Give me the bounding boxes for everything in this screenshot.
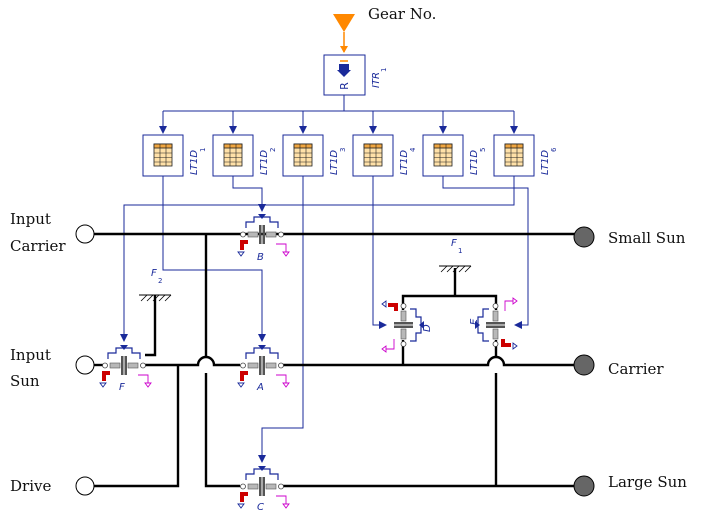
clutch-d[interactable] (381, 300, 425, 353)
table-index: 3 (339, 148, 347, 152)
table-icon (363, 143, 383, 167)
table-index: 6 (550, 147, 558, 152)
fixed-name: F (151, 268, 157, 279)
port-label: Carrier (608, 360, 664, 378)
clutch-label: D (422, 324, 433, 332)
clutch-e[interactable] (474, 297, 518, 350)
clutch-label: A (256, 382, 264, 393)
port-label-line1: Input (10, 210, 51, 228)
table-block-4[interactable] (352, 134, 394, 177)
selector-block[interactable]: R (323, 54, 366, 96)
table-block-1[interactable] (142, 134, 184, 177)
table-index: 1 (199, 148, 207, 152)
table-block-5[interactable] (422, 134, 464, 177)
fixed-index: 1 (458, 247, 462, 255)
port-label-line1: Input (10, 346, 51, 364)
table-name: LT1D (469, 150, 480, 175)
port-label: Small Sun (608, 229, 686, 247)
signal-wires (120, 176, 529, 463)
table-icon (223, 143, 243, 167)
selector-glyph: R (338, 82, 351, 90)
small-sun-port[interactable] (573, 226, 595, 248)
table-block-3[interactable] (282, 134, 324, 177)
clutch-f[interactable] (99, 344, 152, 388)
table-block-6[interactable] (493, 134, 535, 177)
input-sun-port[interactable] (75, 355, 95, 375)
fixed-name: F (451, 238, 457, 249)
gear-input[interactable] (333, 14, 355, 53)
table-name: LT1D (399, 150, 410, 175)
selector-bus (159, 95, 518, 134)
clutch-b[interactable] (237, 213, 290, 257)
port-label: Large Sun (608, 473, 687, 491)
table-index: 5 (479, 148, 487, 152)
table-name: LT1D (329, 150, 340, 175)
table-block-2[interactable] (212, 134, 254, 177)
clutch-label: F (119, 382, 125, 393)
table-icon (504, 143, 524, 167)
table-index: 4 (409, 147, 417, 152)
gear-input-triangle-icon (333, 14, 355, 32)
carrier-port[interactable] (573, 354, 595, 376)
table-name: LT1D (259, 150, 270, 175)
clutch-label: B (257, 252, 264, 263)
shafts (94, 232, 582, 488)
clutch-label: E (469, 318, 480, 325)
port-label-line2: Sun (10, 372, 40, 390)
drive-port[interactable] (75, 476, 95, 496)
fixed-index: 2 (158, 277, 162, 285)
table-name: LT1D (189, 150, 200, 175)
large-sun-port[interactable] (573, 475, 595, 497)
table-icon (293, 143, 313, 167)
table-icon (433, 143, 453, 167)
port-label-line1: Drive (10, 477, 51, 495)
table-name: LT1D (540, 150, 551, 175)
table-index: 2 (269, 148, 277, 152)
gear-input-label: Gear No. (368, 5, 436, 23)
clutch-label: C (257, 502, 264, 513)
table-icon (153, 143, 173, 167)
selector-index: 1 (380, 68, 388, 72)
selector-name: ITR (371, 72, 382, 88)
clutch-a[interactable] (237, 344, 290, 388)
input-carrier-port[interactable] (75, 224, 95, 244)
port-label-line2: Carrier (10, 237, 66, 255)
